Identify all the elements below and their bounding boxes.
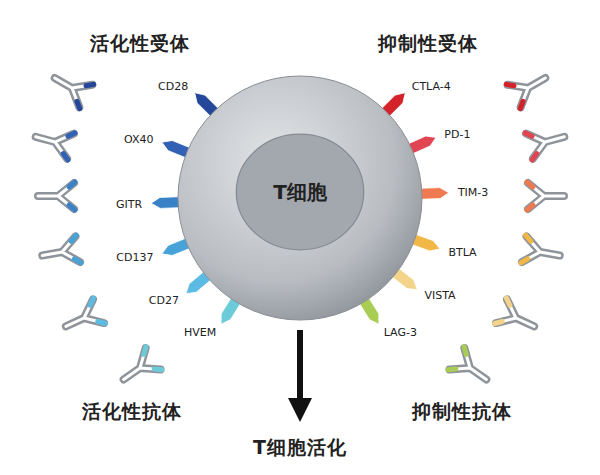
receptor-label: CD27 bbox=[149, 293, 179, 306]
activation-arrow bbox=[297, 330, 303, 410]
receptor-label: BTLA bbox=[448, 246, 476, 259]
antibody bbox=[38, 182, 75, 210]
antibody-tip bbox=[506, 81, 525, 108]
antibody-tip bbox=[521, 235, 532, 264]
heading-label: T细胞活化 bbox=[253, 435, 347, 461]
antibody bbox=[521, 235, 562, 269]
receptor-label: CTLA-4 bbox=[412, 80, 451, 93]
antibody-tip bbox=[527, 182, 533, 210]
heading-label: 抑制性受体 bbox=[378, 31, 478, 57]
antibody-tip bbox=[69, 182, 75, 210]
heading-label: 抑制性抗体 bbox=[412, 399, 512, 425]
antibody-tip bbox=[88, 298, 105, 326]
heading-label: 活化性受体 bbox=[90, 31, 190, 57]
antibody-core bbox=[526, 124, 568, 158]
antibody bbox=[60, 298, 105, 339]
receptor-label: OX40 bbox=[124, 132, 154, 145]
antibody bbox=[495, 298, 540, 339]
antibody-outline bbox=[528, 183, 564, 209]
antibody-tip bbox=[495, 298, 512, 326]
t-cell-body bbox=[178, 76, 422, 320]
antibody-outline bbox=[32, 124, 74, 158]
receptor-label: VISTA bbox=[425, 289, 456, 302]
receptor-label: HVEM bbox=[184, 325, 216, 338]
receptor-label: PD-1 bbox=[444, 127, 470, 140]
heading-label: 活化性抗体 bbox=[82, 399, 182, 425]
antibody bbox=[32, 123, 75, 160]
antibody bbox=[506, 66, 552, 109]
antibody-tip bbox=[525, 131, 538, 160]
antibody-outline bbox=[38, 183, 74, 209]
antibody bbox=[525, 123, 568, 160]
antibody-outline bbox=[60, 299, 104, 338]
antibody-core bbox=[528, 183, 564, 209]
antibody-core bbox=[32, 124, 74, 158]
receptor-label: LAG-3 bbox=[384, 325, 417, 338]
antibody-tip bbox=[62, 131, 75, 160]
antibody-outline bbox=[526, 124, 568, 158]
antibody-outline bbox=[496, 299, 540, 338]
antibody-core bbox=[38, 183, 74, 209]
antibody bbox=[448, 347, 494, 391]
nucleus: T细胞 bbox=[235, 133, 365, 251]
antibody-core bbox=[60, 299, 104, 338]
antibody-tip bbox=[70, 235, 81, 264]
antibody-tip bbox=[141, 347, 162, 373]
receptor-label: CD137 bbox=[116, 251, 153, 264]
nucleus-label: T细胞 bbox=[273, 179, 327, 206]
antibody bbox=[116, 347, 162, 391]
antibody bbox=[40, 235, 81, 269]
antibody bbox=[48, 66, 94, 109]
antibody-core bbox=[496, 299, 540, 338]
receptor-label: TIM-3 bbox=[458, 186, 488, 199]
antibody bbox=[527, 182, 564, 210]
receptor-label: GITR bbox=[116, 197, 142, 210]
receptor-label: CD28 bbox=[158, 80, 188, 93]
nucleus-shape bbox=[236, 134, 363, 250]
antibody-tip bbox=[75, 81, 94, 108]
antibody-tip bbox=[448, 347, 469, 373]
